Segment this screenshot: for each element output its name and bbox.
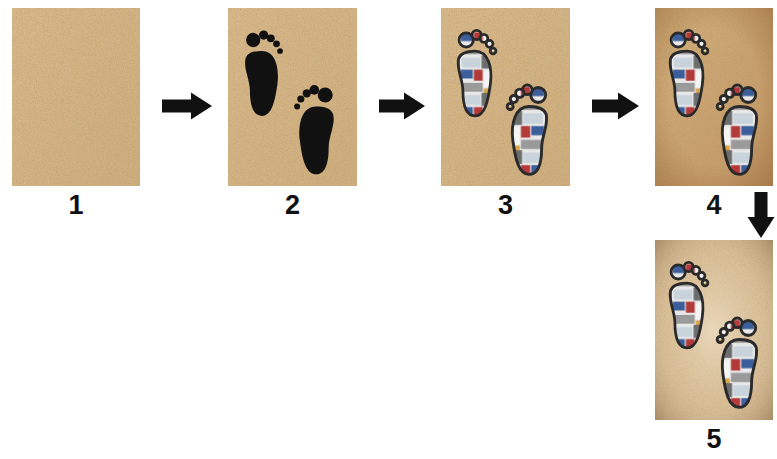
footprint xyxy=(245,30,283,115)
panel-image-area xyxy=(228,8,357,186)
panel-image-area xyxy=(655,8,773,186)
step-number: 5 xyxy=(655,420,773,454)
panel-image-area xyxy=(12,8,140,186)
image-panel: 5 xyxy=(655,240,773,454)
sand-panel xyxy=(655,240,773,420)
image-panel: 2 xyxy=(228,8,357,220)
collage-footprint xyxy=(507,85,547,174)
collage-footprint xyxy=(458,30,496,115)
step-arrow xyxy=(748,192,775,238)
collage-footprint xyxy=(670,30,708,115)
collage-footprint xyxy=(670,262,708,347)
step-arrow xyxy=(162,92,212,119)
image-panel: 1 xyxy=(12,8,140,220)
collage-footprint xyxy=(717,318,757,407)
sand-panel xyxy=(655,8,773,186)
step-number: 3 xyxy=(441,186,570,220)
panel-image-area xyxy=(441,8,570,186)
sand-panel xyxy=(228,8,357,186)
step-number: 1 xyxy=(12,186,140,220)
step-number: 4 xyxy=(655,186,773,220)
step-arrow xyxy=(592,92,639,119)
step-number: 2 xyxy=(228,186,357,220)
sand-panel xyxy=(12,8,140,186)
image-panel: 3 xyxy=(441,8,570,220)
footprint xyxy=(294,85,334,174)
sand-panel xyxy=(441,8,570,186)
panel-image-area xyxy=(655,240,773,420)
step-arrow xyxy=(379,92,425,119)
collage-footprint xyxy=(717,85,757,174)
image-panel: 4 xyxy=(655,8,773,220)
